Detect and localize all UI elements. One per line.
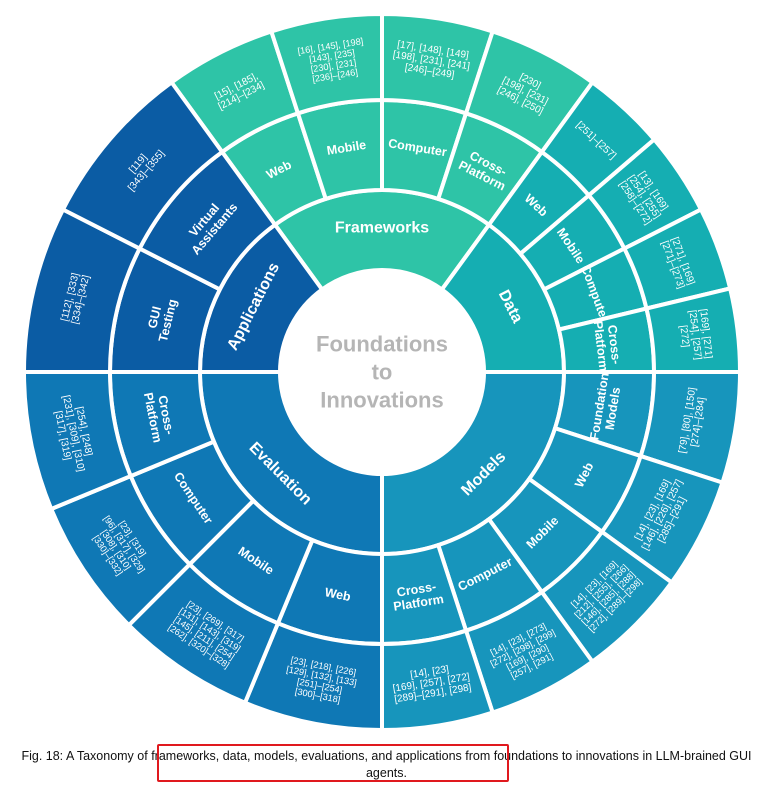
subcategory-label-evaluation-0-line: Web	[324, 585, 353, 604]
subcategory-label-models-0-line: Models	[603, 386, 624, 431]
subcategory-label-frameworks-1-line: Mobile	[326, 138, 367, 158]
subcategory-label-data-3-line: Platform	[591, 320, 611, 372]
center-title-line: to	[372, 360, 393, 385]
caption-highlighted-text: frameworks, data, models, evaluations, a…	[151, 749, 462, 763]
center-title-line: Foundations	[316, 332, 448, 357]
subcategory-label-models-4: Cross-Platform	[392, 580, 444, 614]
subcategory-label-data-3: Cross-Platform	[591, 320, 624, 372]
category-label-frameworks: Frameworks	[335, 220, 429, 237]
caption-suffix: from foundations to innovations in LLM-b…	[365, 749, 752, 780]
center-circle	[280, 270, 484, 474]
subcategory-label-data-3-line: Cross-	[605, 324, 624, 365]
refs-segment-applications-1	[60, 79, 225, 252]
caption-highlight-box	[157, 744, 509, 782]
subcategory-label-applications-0-line: GUI	[145, 305, 164, 330]
figure-caption: Fig. 18: A Taxonomy of frameworks, data,…	[8, 748, 765, 782]
refs-label-models-4: [14], [23][169], [257], [272][289]–[291]…	[392, 664, 473, 705]
caption-prefix: Fig. 18: A Taxonomy of	[21, 749, 152, 763]
center-title-line: Innovations	[320, 388, 443, 413]
category-label-frameworks-line: Frameworks	[335, 220, 429, 237]
refs-label-data-3-line: [272]	[677, 325, 691, 349]
subcategory-label-evaluation-0: Web	[324, 585, 353, 604]
subcategory-label-frameworks-1: Mobile	[326, 138, 367, 158]
subcategory-label-models-4-line: Cross-	[396, 580, 437, 600]
